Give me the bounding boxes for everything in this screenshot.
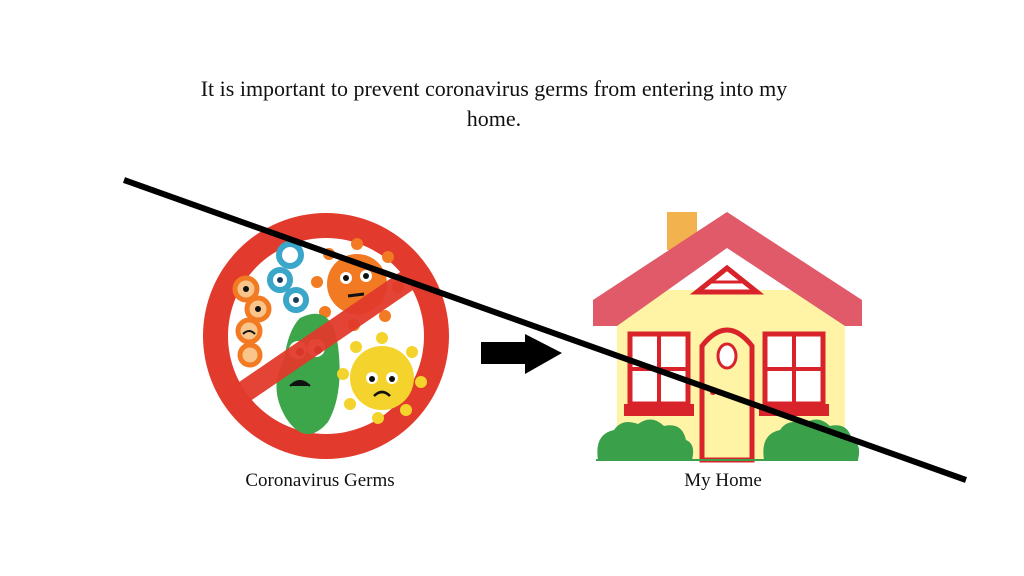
blue-germ bbox=[267, 241, 309, 313]
slide-title: It is important to prevent coronavirus g… bbox=[200, 76, 788, 131]
bushes bbox=[597, 419, 860, 460]
right-arrow-icon bbox=[481, 334, 562, 374]
house-icon bbox=[593, 212, 862, 463]
yellow-germ bbox=[337, 332, 427, 424]
home-caption: My Home bbox=[684, 470, 762, 491]
orange-chain-germ bbox=[232, 275, 272, 368]
left-window bbox=[624, 331, 694, 416]
germs-caption: Coronavirus Germs bbox=[245, 470, 395, 491]
strike-through-line bbox=[122, 177, 968, 483]
no-germs-icon bbox=[203, 213, 449, 459]
right-window bbox=[759, 331, 829, 416]
